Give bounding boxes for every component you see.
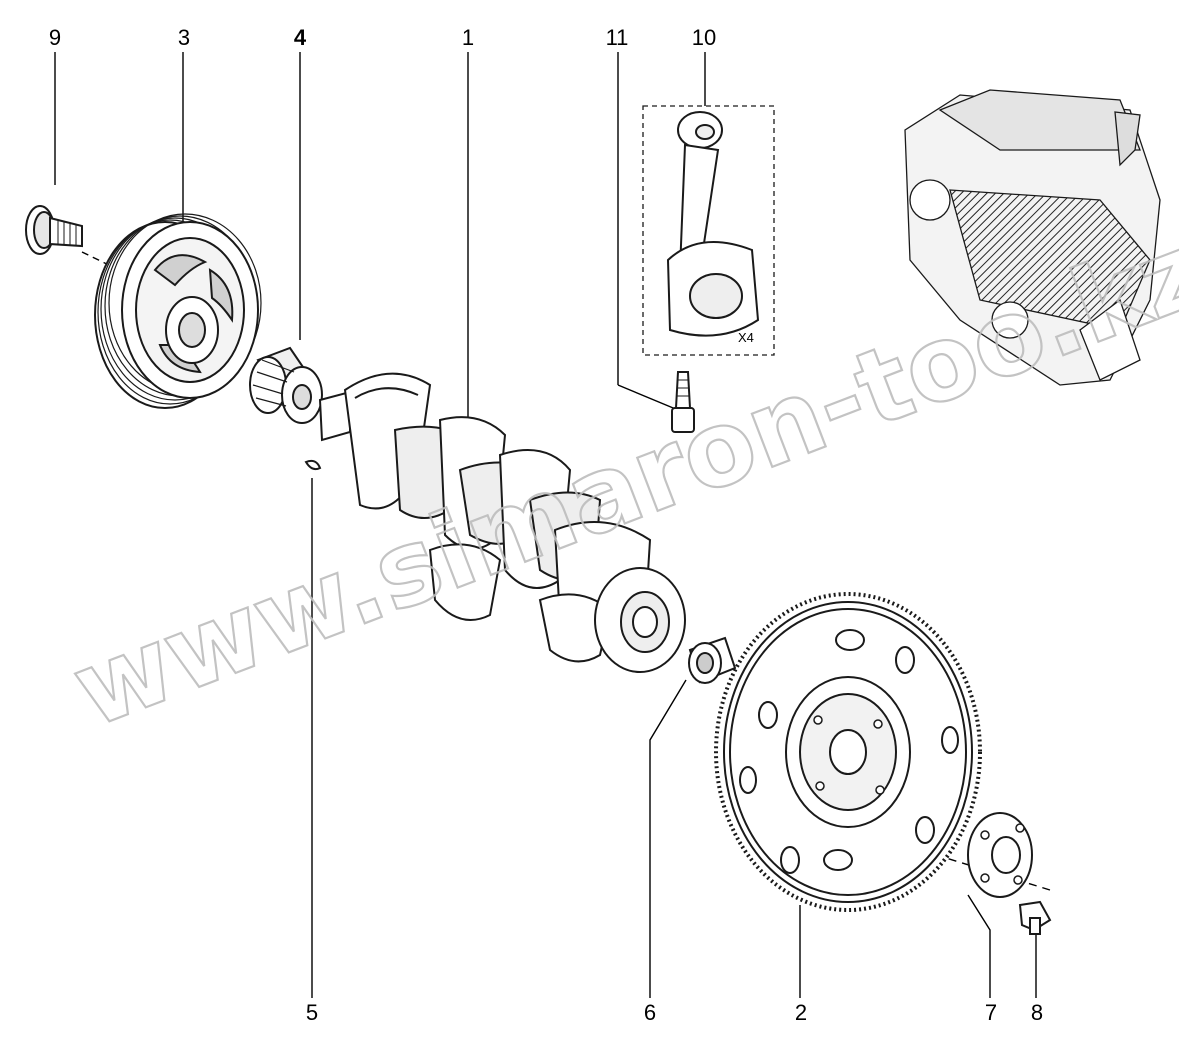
engine-thumbnail [904,89,1161,386]
callout-1: 1 [461,25,475,50]
pilot-bearing [688,636,737,684]
callout-10: 10 [691,25,717,50]
reinforcement-plate [967,812,1033,898]
callout-4: 4 [293,25,307,50]
conrod-bolt [671,371,695,433]
pulley-bolt [25,205,83,255]
crankshaft-pulley [94,213,262,409]
crankshaft [318,372,686,673]
callout-6: 6 [643,1000,657,1025]
connecting-rod [666,111,760,337]
flywheel [714,592,982,912]
connecting-rod-box [642,105,775,356]
callout-9: 9 [48,25,62,50]
woodruff-key [304,459,322,471]
timing-sprocket [249,346,323,424]
quantity-label: X4 [738,330,754,345]
callout-7: 7 [984,1000,998,1025]
callout-8: 8 [1030,1000,1044,1025]
callout-2: 2 [794,1000,808,1025]
flywheel-bolt [1018,900,1052,935]
callout-5: 5 [305,1000,319,1025]
callout-11: 11 [605,25,629,50]
callout-3: 3 [177,25,191,50]
